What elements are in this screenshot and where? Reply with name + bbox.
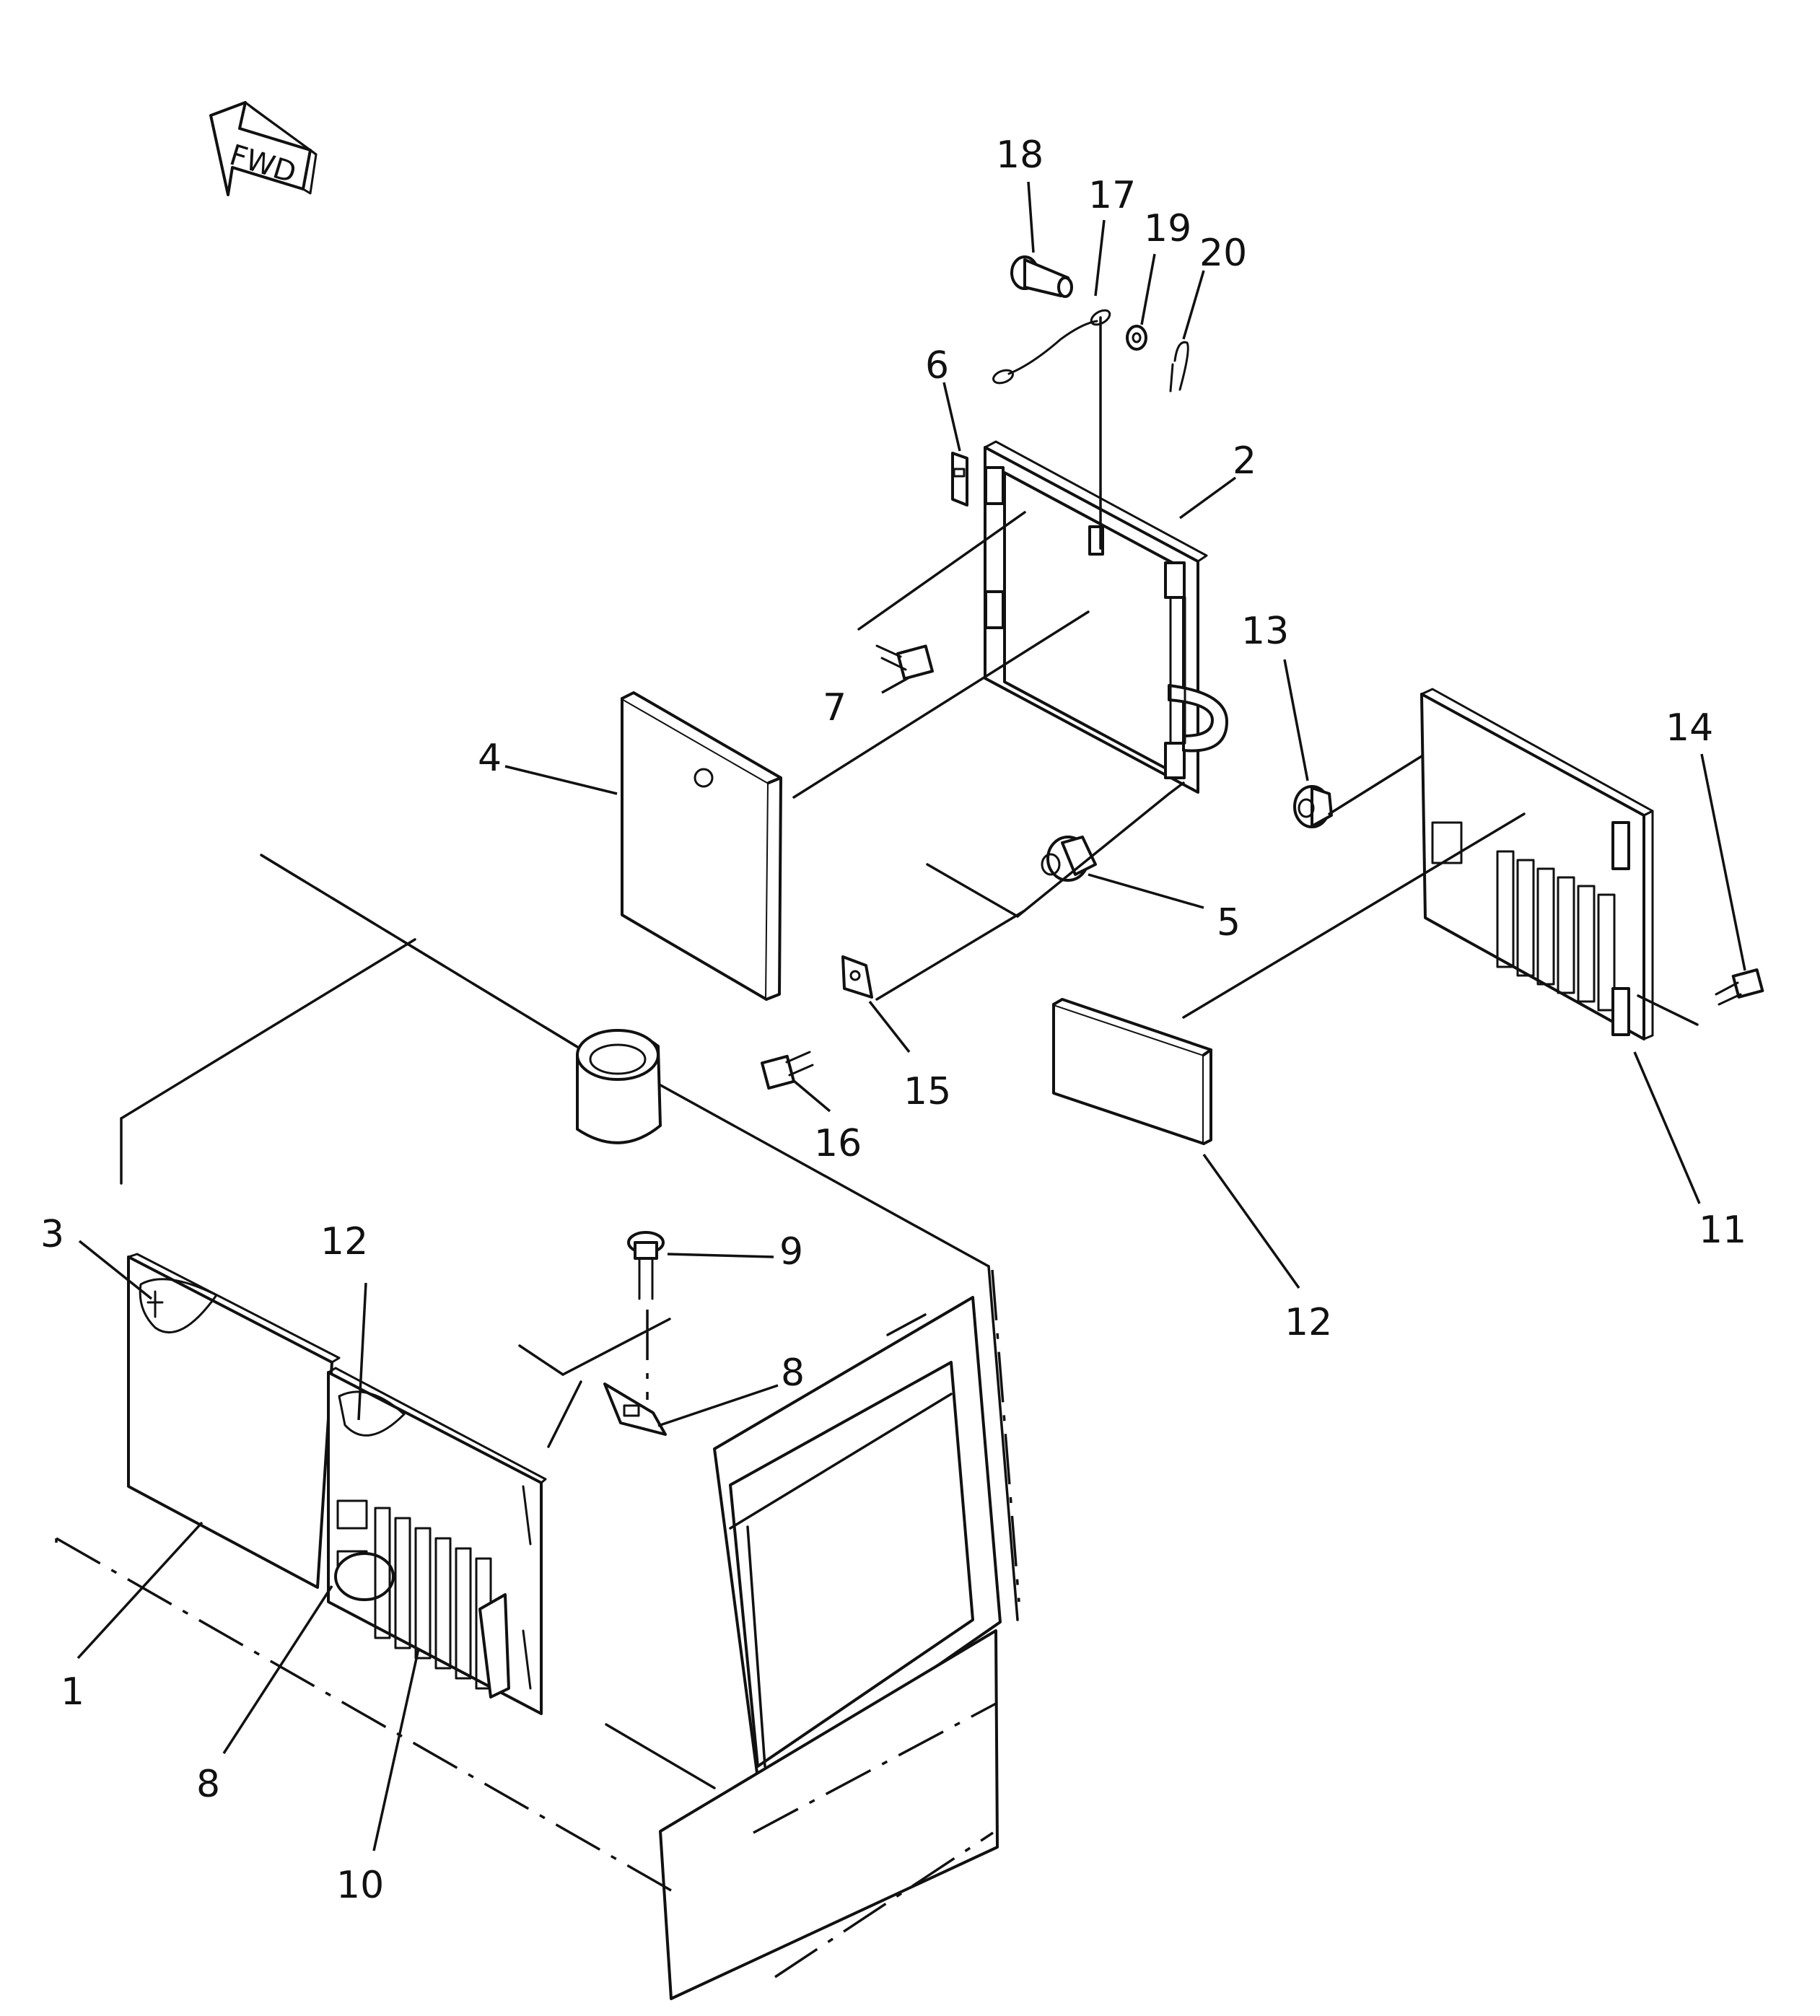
- callout-11: 11: [1699, 1209, 1746, 1252]
- bolt-9: [627, 1231, 665, 1400]
- callout-16: 16: [814, 1122, 862, 1165]
- hinge-6: [951, 452, 968, 507]
- knob-5: [1041, 836, 1097, 882]
- callout-10: 10: [336, 1864, 384, 1907]
- callout-3: 3: [40, 1213, 64, 1256]
- callout-1: 1: [61, 1670, 84, 1714]
- pad-12: [1052, 812, 1526, 1145]
- bolt-16: [760, 1051, 814, 1090]
- grille-door-10: [327, 1367, 547, 1715]
- callout-15: 15: [904, 1070, 951, 1113]
- callout-5: 5: [1217, 901, 1241, 945]
- cotter-pin-20: [1169, 341, 1189, 393]
- assembly-lines: [547, 610, 1423, 1448]
- grille-door-11: [1420, 688, 1654, 1040]
- frame-2: [984, 440, 1228, 794]
- leader-lines: [76, 181, 1746, 1851]
- bolt-7: [857, 511, 1026, 680]
- door-panel-1: [127, 1253, 341, 1589]
- washer-19: [1126, 325, 1147, 351]
- callouts: 1 2 3 4 5 6 7 8 8 9 10 11 12 12 13 14 15…: [40, 133, 1746, 1907]
- lanyard-17: [992, 309, 1111, 550]
- callout-9: 9: [779, 1230, 803, 1274]
- callout-12a: 12: [320, 1220, 368, 1263]
- filler-cylinder: [576, 1029, 662, 1144]
- callout-14: 14: [1666, 706, 1713, 750]
- callout-18: 18: [996, 133, 1044, 177]
- knob-13: [1293, 785, 1333, 828]
- callout-8a: 8: [781, 1351, 805, 1395]
- callout-17: 17: [1088, 174, 1136, 217]
- callout-8b: 8: [196, 1763, 220, 1806]
- bracket-15: [841, 909, 1026, 1001]
- callout-19: 19: [1144, 207, 1191, 250]
- callout-6: 6: [925, 344, 949, 387]
- machine-housing: [55, 854, 1020, 2000]
- plate-4: [621, 691, 782, 1001]
- callout-12b: 12: [1285, 1301, 1332, 1344]
- callout-20: 20: [1199, 232, 1247, 275]
- callout-2: 2: [1233, 439, 1256, 483]
- bracket-8-upper: [603, 1382, 667, 1436]
- callout-13: 13: [1241, 610, 1289, 653]
- bolt-14: [1637, 968, 1764, 1026]
- fwd-arrow-icon: FWD: [209, 101, 318, 196]
- pin-18: [1010, 255, 1073, 298]
- callout-7: 7: [823, 686, 846, 729]
- callout-4: 4: [478, 737, 502, 780]
